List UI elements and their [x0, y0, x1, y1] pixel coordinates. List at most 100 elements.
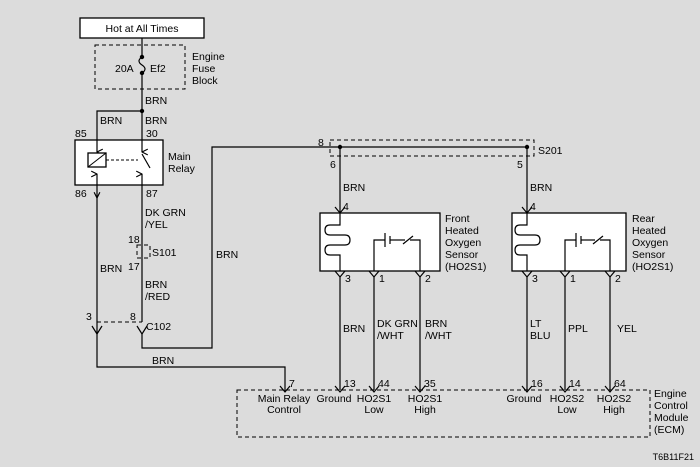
front-sensor-label-4: Sensor [445, 249, 479, 261]
wire-label-dk-grn-yel-1: DK GRN [145, 207, 186, 219]
s101-pin-top: 18 [128, 234, 140, 246]
rear-sensor-label-2: Heated [632, 225, 666, 237]
front-sensor-label-1: Front [445, 213, 470, 225]
relay-pin-87: 87 [146, 188, 158, 200]
relay-switch-icon [141, 153, 151, 169]
figure-code: T6B11F21 [653, 452, 694, 462]
wire-label-brn-4: BRN [100, 263, 122, 275]
front-sensor-element-icon [373, 239, 385, 271]
ecm-pin-35: 35 [424, 378, 436, 390]
front-sensor-box [319, 212, 441, 272]
engine-fuse-block-outline [94, 44, 186, 90]
wire-label-brn-1: BRN [145, 95, 167, 107]
ecm-outline [236, 389, 651, 438]
ecm-terminal-ho2s2-low-2: Low [557, 404, 577, 416]
hot-label: Hot at All Times [106, 23, 179, 35]
splice-s101-outline [136, 244, 151, 259]
ecm-terminal-main-relay-1: Main Relay [258, 393, 311, 405]
relay-label-2: Relay [168, 163, 196, 175]
wire-label-dk-grn-wht-1: DK GRN [377, 318, 418, 330]
ecm-terminal-ho2s2-high-2: High [603, 404, 625, 416]
fuse-block-label-3: Block [192, 75, 218, 87]
s201-pin-in: 8 [318, 137, 324, 149]
rear-sensor-element-icon [564, 239, 576, 271]
fuse-block-label-2: Fuse [192, 63, 216, 75]
wire-label-lt-blu-2: BLU [530, 330, 550, 342]
c102-pin-8: 8 [130, 311, 136, 323]
rear-sensor-label-4: Sensor [632, 249, 666, 261]
fuse-ef2-icon [138, 56, 146, 74]
ecm-pin-64: 64 [614, 378, 626, 390]
ecm-label-1: Engine [654, 388, 687, 400]
rear-sensor-label-1: Rear [632, 213, 655, 225]
ecm-pin-7: 7 [289, 378, 295, 390]
wire-label-dk-grn-wht-2: /WHT [377, 330, 404, 342]
splice-s201-outline [329, 139, 535, 157]
wire-label-brn-9: BRN [530, 182, 552, 194]
ecm-label-3: Module [654, 412, 689, 424]
ecm-terminal-ho2s1-high-1: HO2S1 [408, 393, 443, 405]
wire-label-brn-red-2: /RED [145, 291, 171, 303]
front-pin-4: 4 [343, 201, 349, 213]
wire-label-lt-blu-1: LT [530, 318, 542, 330]
front-pin-3: 3 [345, 273, 351, 285]
s201-pin-right: 5 [517, 159, 523, 171]
front-sensor-label-2: Heated [445, 225, 479, 237]
c102-pin-3: 3 [86, 311, 92, 323]
ecm-terminal-ho2s2-high-1: HO2S2 [597, 393, 632, 405]
wire-label-brn-7: BRN [343, 182, 365, 194]
s201-pin-left: 6 [330, 159, 336, 171]
wire-label-brn-6: BRN [216, 249, 238, 261]
rear-pin-1: 1 [570, 273, 576, 285]
relay-pin-85: 85 [75, 128, 87, 140]
wire-label-brn-3: BRN [145, 115, 167, 127]
relay-pin-30: 30 [146, 128, 158, 140]
wire-label-dk-grn-yel-2: /YEL [145, 219, 168, 231]
ecm-pin-14: 14 [569, 378, 581, 390]
wire-label-brn-wht-2: /WHT [425, 330, 452, 342]
ecm-terminal-main-relay-2: Control [267, 404, 301, 416]
wire-label-brn-5: BRN [152, 355, 174, 367]
rear-pin-2: 2 [615, 273, 621, 285]
wire-label-brn-red-1: BRN [145, 279, 167, 291]
wire-label-yel: YEL [617, 323, 637, 335]
relay-pin-86: 86 [75, 188, 87, 200]
front-pin-2: 2 [425, 273, 431, 285]
wire-to-relay-85 [96, 110, 142, 140]
ecm-terminal-ground-1: Ground [316, 393, 351, 405]
ecm-terminal-ho2s1-low-1: HO2S1 [357, 393, 392, 405]
wire-c102-to-s201 [141, 146, 335, 349]
front-heater-icon [324, 213, 351, 271]
ecm-terminal-ground-2: Ground [506, 393, 541, 405]
wire-label-brn-2: BRN [100, 115, 122, 127]
rear-pin-3: 3 [532, 273, 538, 285]
rear-sensor-box [511, 212, 627, 272]
fuse-rating: 20A [115, 63, 134, 75]
ecm-terminal-ho2s1-high-2: High [414, 404, 436, 416]
rear-sensor-label-3: Oxygen [632, 237, 668, 249]
rear-sensor-label-5: (HO2S1) [632, 261, 673, 273]
splice-s101-label: S101 [152, 247, 177, 259]
ecm-terminal-ho2s1-low-2: Low [364, 404, 384, 416]
s101-pin-bottom: 17 [128, 261, 140, 273]
ecm-terminal-ho2s2-low-1: HO2S2 [550, 393, 585, 405]
wire-label-brn-wht-1: BRN [425, 318, 447, 330]
fuse-dot-top [139, 54, 145, 60]
relay-label-1: Main [168, 151, 191, 163]
splice-s201-label: S201 [538, 145, 563, 157]
fuse-id: Ef2 [150, 63, 166, 75]
ecm-pin-16: 16 [531, 378, 543, 390]
wire-label-brn-8: BRN [343, 323, 365, 335]
front-pin-1: 1 [379, 273, 385, 285]
connector-c102-label: C102 [146, 321, 171, 333]
ecm-pin-44: 44 [378, 378, 390, 390]
rear-heater-icon [514, 213, 541, 271]
ecm-label-4: (ECM) [654, 424, 684, 436]
ecm-label-2: Control [654, 400, 688, 412]
front-sensor-label-5: (HO2S1) [445, 261, 486, 273]
wire-label-ppl: PPL [568, 323, 588, 335]
front-sensor-label-3: Oxygen [445, 237, 481, 249]
fuse-block-label-1: Engine [192, 51, 225, 63]
